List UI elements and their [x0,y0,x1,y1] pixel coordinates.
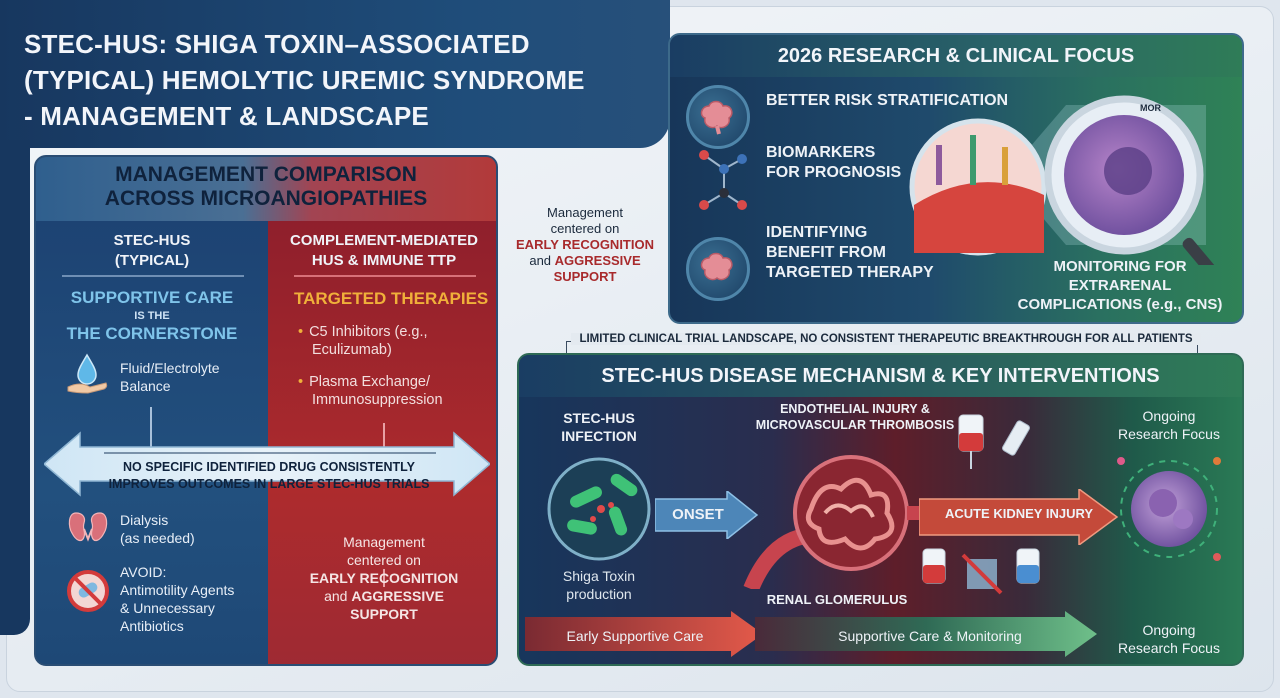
endothelial-injury-label: ENDOTHELIAL INJURY & MICROVASCULAR THROM… [755,402,955,432]
water-drop-hand-icon [67,353,108,394]
dialysis-item: Dialysis (as needed) [120,512,195,546]
mechanism-heading: STEC-HUS DISEASE MECHANISM & KEY INTERVE… [519,355,1242,397]
brain-target-icon [686,237,750,301]
management-comparison-panel: MANAGEMENT COMPARISON ACROSS MICROANGIOP… [34,155,498,666]
column-divider [62,275,244,277]
disease-mechanism-panel: STEC-HUS DISEASE MECHANISM & KEY INTERVE… [517,353,1244,666]
connector-line [383,569,385,587]
onset-arrow [655,491,759,539]
connector-line [150,407,152,447]
fluid-electrolyte-item: Fluid/Electrolyte Balance [120,360,220,394]
early-supportive-care-label: Early Supportive Care [566,628,704,644]
biomarkers-item: BIOMARKERS FOR PROGNOSIS [766,144,902,181]
targeted-therapies-label: TARGETED THERAPIES [294,289,489,308]
ongoing-research-top-label: Ongoing Research Focus [1118,408,1220,442]
onset-label: ONSET [672,506,724,523]
risk-stratification-item: BETTER RISK STRATIFICATION [766,92,1009,109]
column-divider [294,275,476,277]
plasma-exchange-bullet: •Plasma Exchange/ Immunosuppression [298,374,443,408]
vessel-receptor-magnifier-illustration [909,95,1218,265]
middle-management-note: Management centered on EARLY RECOGNITION… [516,205,654,284]
monitoring-extrarenal-item: MONITORING FOR EXTRARENAL COMPLICATIONS … [1017,258,1223,313]
acute-kidney-injury-label: ACUTE KIDNEY INJURY [944,506,1094,521]
c5-inhibitors-bullet: •C5 Inhibitors (e.g., Eculizumab) [298,324,428,358]
early-care-arrow [525,611,763,657]
aki-arrow [919,489,1119,545]
iv-bag-icon [958,414,1030,469]
page-title: STEC-HUS: SHIGA TOXIN–ASSOCIATED (TYPICA… [24,26,644,134]
title-band [0,0,670,148]
connector-line [383,423,385,451]
targeted-therapy-benefit-item: IDENTIFYING BENEFIT FROM TARGETED THERAP… [766,224,934,281]
mor-label: MOR [1140,103,1161,113]
research-focus-panel: 2026 RESEARCH & CLINICAL FOCUS BETTER RI… [668,33,1244,324]
limited-landscape-banner: LIMITED CLINICAL TRIAL LANDSCAPE, NO CON… [566,333,1206,345]
left-accent-band [0,140,30,635]
molecule-icon [699,150,747,210]
double-arrow-banner [44,431,490,497]
immune-cell-icon [1117,457,1221,561]
management-heading: MANAGEMENT COMPARISON ACROSS MICROANGIOP… [36,157,496,221]
brain-icon [686,85,750,149]
supportive-care-monitoring-label: Supportive Care & Monitoring [838,628,1022,644]
no-pills-icon [67,570,109,612]
kidney-icon [68,512,108,542]
bacteria-icon [547,457,651,561]
ongoing-research-bottom-label: Ongoing Research Focus [1118,622,1220,656]
research-heading: 2026 RESEARCH & CLINICAL FOCUS [670,35,1242,77]
care-monitoring-arrow [755,611,1097,657]
infection-label: STEC-HUS INFECTION [561,410,637,444]
stec-hus-column: STEC-HUS (TYPICAL) SUPPORTIVE CARE IS TH… [36,221,268,664]
right-management-note: Management centered on EARLY RECOGNITION… [309,534,459,622]
shiga-toxin-label: Shiga Toxin production [562,568,636,602]
title-line-1: STEC-HUS: SHIGA TOXIN–ASSOCIATED [24,29,530,59]
complement-column-title: COMPLEMENT-MEDIATED HUS & IMMUNE TTP [289,232,479,269]
supportive-care-label: SUPPORTIVE CARE IS THE THE CORNERSTONE [66,288,238,343]
stec-hus-column-title: STEC-HUS (TYPICAL) [113,232,191,269]
no-specific-drug-banner-text: NO SPECIFIC IDENTIFIED DRUG CONSISTENTLY… [108,460,430,491]
treatment-icons [922,548,1040,595]
title-line-3: - MANAGEMENT & LANDSCAPE [24,101,429,131]
title-line-2: (TYPICAL) HEMOLYTIC UREMIC SYNDROME [24,65,585,95]
avoid-item: AVOID: Antimotility Agents & Unnecessary… [120,564,235,634]
renal-glomerulus-label: RENAL GLOMERULUS [766,592,908,607]
